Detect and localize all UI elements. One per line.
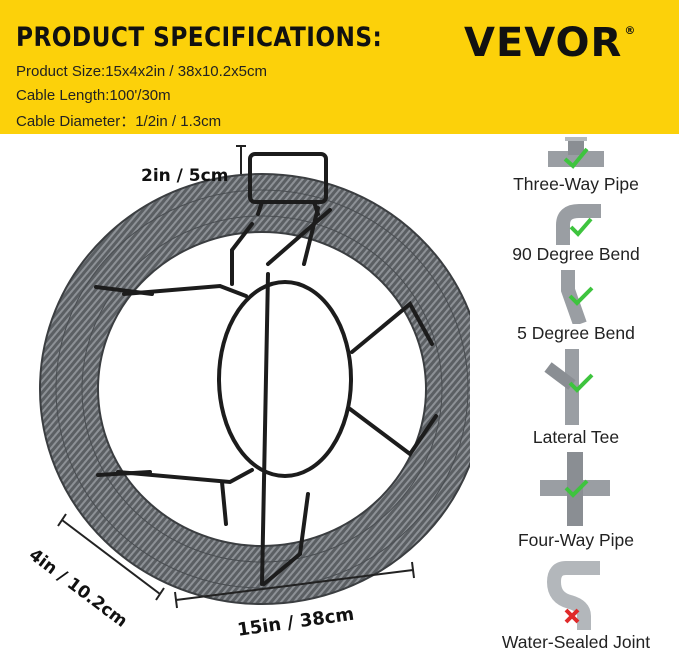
brand-registered-mark: ® bbox=[624, 24, 637, 37]
spec-title: PRODUCT SPECIFICATIONS: bbox=[16, 22, 383, 53]
pipe-label-four-way: Four-Way Pipe bbox=[517, 530, 635, 550]
spec-product-size: Product Size:15x4x2in / 38x10.2x5cm bbox=[16, 63, 267, 80]
spec-cable-diameter: Cable Diameter：1/2in / 1.3cm bbox=[16, 113, 222, 130]
pipe-label-90-degree-bend: 90 Degree Bend bbox=[512, 244, 640, 264]
five-degree-bend-icon bbox=[561, 270, 594, 324]
lateral-tee-icon bbox=[544, 349, 594, 425]
water-sealed-joint-icon bbox=[546, 561, 600, 630]
pipe-label-water-sealed-joint: Water-Sealed Joint bbox=[501, 632, 651, 652]
dimension-height-label: 2in / 5cm bbox=[141, 166, 229, 186]
wire-reel-frame bbox=[94, 152, 438, 586]
pipe-label-three-way: Three-Way Pipe bbox=[513, 174, 639, 194]
brand-name: VEVOR bbox=[464, 20, 623, 66]
spec-cable-length: Cable Length:100'/30m bbox=[16, 87, 171, 104]
four-way-pipe-icon bbox=[540, 452, 610, 526]
ninety-degree-bend-icon bbox=[556, 204, 601, 245]
spec-banner: PRODUCT SPECIFICATIONS: Product Size:15x… bbox=[0, 0, 679, 134]
three-way-pipe-icon bbox=[548, 137, 604, 169]
pipe-label-5-degree-bend: 5 Degree Bend bbox=[517, 323, 635, 343]
cable-reel-illustration bbox=[39, 145, 470, 609]
pipe-label-lateral-tee: Lateral Tee bbox=[532, 427, 620, 447]
brand-logo: VEVOR® bbox=[464, 20, 636, 66]
